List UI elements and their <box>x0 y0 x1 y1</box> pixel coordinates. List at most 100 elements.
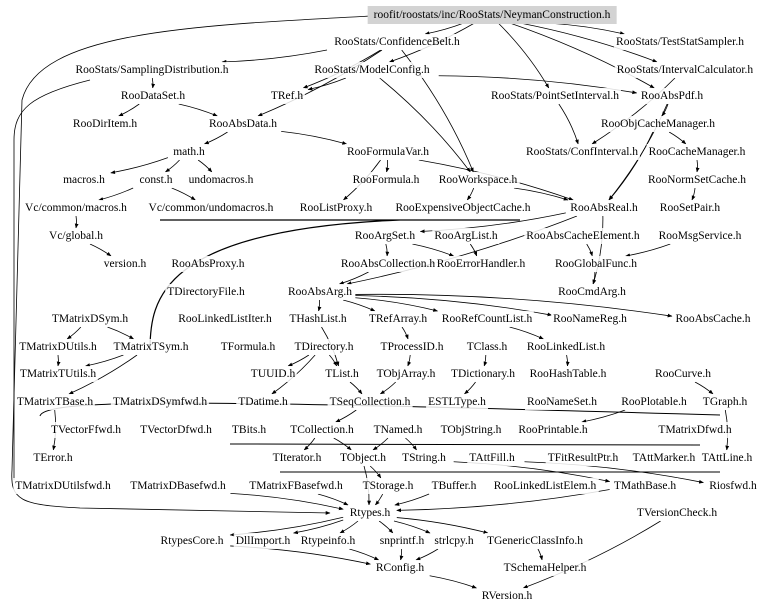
graph-node-roostats-teststatsampler-h[interactable]: RooStats/TestStatSampler.h <box>614 34 746 50</box>
graph-node-riosfwd-h[interactable]: Riosfwd.h <box>707 478 759 494</box>
graph-node-rooabscacheelement-h[interactable]: RooAbsCacheElement.h <box>524 228 642 244</box>
graph-node-rooworkspace-h[interactable]: RooWorkspace.h <box>436 172 520 188</box>
graph-node-rooplotable-h[interactable]: RooPlotable.h <box>619 394 689 410</box>
graph-node-dllimport-h[interactable]: DllImport.h <box>233 533 293 549</box>
graph-node-roostats-samplingdistribution-h[interactable]: RooStats/SamplingDistribution.h <box>73 62 231 78</box>
graph-node-tdictionary-h[interactable]: TDictionary.h <box>448 366 518 382</box>
graph-node-tmathbase-h[interactable]: TMathBase.h <box>611 478 679 494</box>
graph-node-rooabsreal-h[interactable]: RooAbsReal.h <box>568 200 640 216</box>
graph-node-roocmdarg-h[interactable]: RooCmdArg.h <box>556 284 628 300</box>
graph-node-roonormsetcache-h[interactable]: RooNormSetCache.h <box>645 172 749 188</box>
graph-node-tmatrixdfwd-h[interactable]: TMatrixDfwd.h <box>656 422 734 438</box>
graph-node-tmatrixtsym-h[interactable]: TMatrixTSym.h <box>111 339 191 355</box>
graph-node-tgraph-h[interactable]: TGraph.h <box>700 394 750 410</box>
graph-node-rooformulavar-h[interactable]: RooFormulaVar.h <box>344 144 432 160</box>
graph-node-rooprintable-h[interactable]: RooPrintable.h <box>516 422 590 438</box>
graph-node-tbits-h[interactable]: TBits.h <box>229 422 269 438</box>
graph-node-roolinkedlistelem-h[interactable]: RooLinkedListElem.h <box>491 478 599 494</box>
graph-node-tuuid-h[interactable]: TUUID.h <box>248 366 298 382</box>
graph-node-rooobjcachemanager-h[interactable]: RooObjCacheManager.h <box>598 116 718 132</box>
graph-node-rooabscollection-h[interactable]: RooAbsCollection.h <box>338 256 438 272</box>
graph-node-tdirectory-h[interactable]: TDirectory.h <box>292 339 356 355</box>
graph-node-tlist-h[interactable]: TList.h <box>323 366 361 382</box>
graph-node-tdatime-h[interactable]: TDatime.h <box>236 394 290 410</box>
graph-node-titerator-h[interactable]: TIterator.h <box>270 450 324 466</box>
graph-node-tattmarker-h[interactable]: TAttMarker.h <box>630 450 698 466</box>
graph-node-rooformula-h[interactable]: RooFormula.h <box>350 172 422 188</box>
graph-node-vc-common-macros-h[interactable]: Vc/common/macros.h <box>23 200 129 216</box>
graph-node-thashlist-h[interactable]: THashList.h <box>287 311 349 327</box>
graph-node-tformula-h[interactable]: TFormula.h <box>218 339 278 355</box>
graph-node-vc-global-h[interactable]: Vc/global.h <box>47 228 105 244</box>
graph-node-rooabspdf-h[interactable]: RooAbsPdf.h <box>638 88 706 104</box>
graph-node-roostats-confinterval-h[interactable]: RooStats/ConfInterval.h <box>523 144 641 160</box>
graph-node-tstring-h[interactable]: TString.h <box>400 450 448 466</box>
graph-node-tmatrixdbasefwd-h[interactable]: TMatrixDBasefwd.h <box>128 478 228 494</box>
graph-node-roocurve-h[interactable]: RooCurve.h <box>653 366 713 382</box>
graph-node-tmatrixdutilsfwd-h[interactable]: TMatrixDUtilsfwd.h <box>13 478 113 494</box>
graph-node-tgenericclassinfo-h[interactable]: TGenericClassInfo.h <box>484 533 586 549</box>
graph-node-terror-h[interactable]: TError.h <box>31 450 75 466</box>
graph-node-trefarray-h[interactable]: TRefArray.h <box>366 311 430 327</box>
graph-node-roolistproxy-h[interactable]: RooListProxy.h <box>297 200 375 216</box>
graph-node-tdirectoryfile-h[interactable]: TDirectoryFile.h <box>165 284 247 300</box>
graph-node-rooabsarg-h[interactable]: RooAbsArg.h <box>285 284 355 300</box>
graph-node-tcollection-h[interactable]: TCollection.h <box>288 422 356 438</box>
graph-node-undomacros-h[interactable]: undomacros.h <box>186 172 256 188</box>
graph-node-rooglobalfunc-h[interactable]: RooGlobalFunc.h <box>552 256 640 272</box>
graph-node-tstorage-h[interactable]: TStorage.h <box>360 478 416 494</box>
graph-node-tbuffer-h[interactable]: TBuffer.h <box>429 478 479 494</box>
graph-node-rooabsproxy-h[interactable]: RooAbsProxy.h <box>169 256 247 272</box>
graph-node-version-h[interactable]: version.h <box>101 256 149 272</box>
graph-node-tclass-h[interactable]: TClass.h <box>464 339 510 355</box>
graph-node-rversion-h[interactable]: RVersion.h <box>479 588 535 604</box>
graph-node-tattline-h[interactable]: TAttLine.h <box>699 450 755 466</box>
graph-node-roosetpair-h[interactable]: RooSetPair.h <box>657 200 723 216</box>
graph-node-roorefcountlist-h[interactable]: RooRefCountList.h <box>439 311 535 327</box>
graph-node-rooabsdata-h[interactable]: RooAbsData.h <box>206 116 280 132</box>
graph-node-roohashtable-h[interactable]: RooHashTable.h <box>527 366 609 382</box>
graph-node-roolinkedlist-h[interactable]: RooLinkedList.h <box>524 339 608 355</box>
graph-node-roostats-pointsetinterval-h[interactable]: RooStats/PointSetInterval.h <box>488 88 622 104</box>
graph-node-rooerrorhandler-h[interactable]: RooErrorHandler.h <box>434 256 528 272</box>
graph-node-rtypescore-h[interactable]: RtypesCore.h <box>158 533 226 549</box>
graph-node-tmatrixdutils-h[interactable]: TMatrixDUtils.h <box>17 339 99 355</box>
graph-node-tversioncheck-h[interactable]: TVersionCheck.h <box>634 505 720 521</box>
graph-node-tmatrixfbasefwd-h[interactable]: TMatrixFBasefwd.h <box>247 478 345 494</box>
graph-node-rtypeinfo-h[interactable]: Rtypeinfo.h <box>298 533 358 549</box>
graph-node-roomsgservice-h[interactable]: RooMsgService.h <box>656 228 744 244</box>
graph-node-strlcpy-h[interactable]: strlcpy.h <box>432 533 476 549</box>
graph-node-tobject-h[interactable]: TObject.h <box>337 450 389 466</box>
graph-node-tprocessid-h[interactable]: TProcessID.h <box>378 339 446 355</box>
graph-node-roonamereg-h[interactable]: RooNameReg.h <box>551 311 629 327</box>
graph-node-rconfig-h[interactable]: RConfig.h <box>373 560 427 576</box>
graph-node-roocachemanager-h[interactable]: RooCacheManager.h <box>646 144 748 160</box>
graph-node-roolinkedlistiter-h[interactable]: RooLinkedListIter.h <box>176 311 274 327</box>
graph-node-tobjarray-h[interactable]: TObjArray.h <box>374 366 438 382</box>
graph-node-tmatrixdsymfwd-h[interactable]: TMatrixDSymfwd.h <box>110 394 210 410</box>
graph-node-macros-h[interactable]: macros.h <box>61 172 107 188</box>
graph-node-tvectordfwd-h[interactable]: TVectorDfwd.h <box>138 422 214 438</box>
graph-node-rooexpensiveobjectcache-h[interactable]: RooExpensiveObjectCache.h <box>393 200 533 216</box>
graph-node-rooarglist-h[interactable]: RooArgList.h <box>432 228 500 244</box>
graph-node-tschemahelper-h[interactable]: TSchemaHelper.h <box>501 560 589 576</box>
graph-node-roodiritem-h[interactable]: RooDirItem.h <box>70 116 140 132</box>
graph-node-rooabscache-h[interactable]: RooAbsCache.h <box>673 311 753 327</box>
graph-node-roostats-intervalcalculator-h[interactable]: RooStats/IntervalCalculator.h <box>614 62 756 78</box>
graph-node-tattfill-h[interactable]: TAttFill.h <box>467 450 517 466</box>
graph-node-snprintf-h[interactable]: snprintf.h <box>377 533 427 549</box>
graph-node-math-h[interactable]: math.h <box>171 144 207 160</box>
graph-node-tnamed-h[interactable]: TNamed.h <box>371 422 425 438</box>
graph-node-tmatrixtutils-h[interactable]: TMatrixTUtils.h <box>17 366 99 382</box>
graph-node-tmatrixtbase-h[interactable]: TMatrixTBase.h <box>14 394 96 410</box>
graph-node-vc-common-undomacros-h[interactable]: Vc/common/undomacros.h <box>146 200 276 216</box>
graph-node-tvectorffwd-h[interactable]: TVectorFfwd.h <box>49 422 123 438</box>
graph-node-rtypes-h[interactable]: Rtypes.h <box>347 505 393 521</box>
graph-node-tseqcollection-h[interactable]: TSeqCollection.h <box>327 394 413 410</box>
graph-node-roostats-modelconfig-h[interactable]: RooStats/ModelConfig.h <box>312 62 432 78</box>
graph-node-estltype-h[interactable]: ESTLType.h <box>426 394 488 410</box>
graph-root-node[interactable]: roofit/roostats/inc/RooStats/NeymanConst… <box>367 6 617 24</box>
graph-node-tmatrixdsym-h[interactable]: TMatrixDSym.h <box>49 311 131 327</box>
graph-node-roostats-confidencebelt-h[interactable]: RooStats/ConfidenceBelt.h <box>332 34 462 50</box>
graph-node-roonameset-h[interactable]: RooNameSet.h <box>525 394 599 410</box>
